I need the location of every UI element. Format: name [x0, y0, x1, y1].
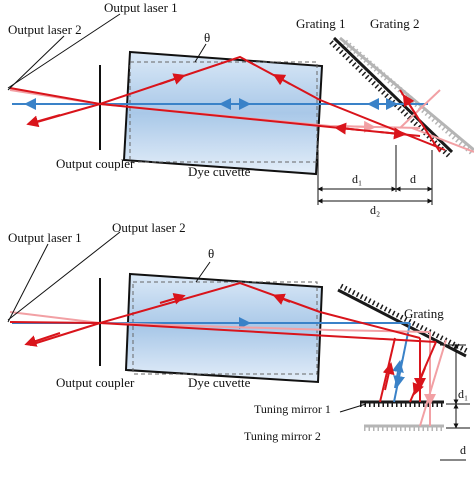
- top-dimension-lines: [317, 145, 433, 205]
- top-output-laser-2-leader: [7, 35, 65, 91]
- top-d1-label: d₁: [352, 172, 362, 186]
- top-grating-2: [339, 36, 474, 157]
- bottom-panel: Output laser 1 Output laser 2 θ Grating …: [7, 220, 471, 461]
- bottom-dimension-lines: [440, 343, 470, 461]
- bottom-output-coupler-label: Output coupler: [56, 375, 135, 390]
- top-output-laser-1-leader: [7, 13, 121, 89]
- bottom-tuning-mirror-2: [364, 424, 444, 431]
- bottom-tuning-mirror-1-label: Tuning mirror 1: [254, 402, 331, 416]
- top-panel: Output laser 1 Output laser 2 θ Grating …: [7, 0, 474, 217]
- bottom-d1-label: d₁: [458, 387, 468, 401]
- top-beams: [9, 55, 474, 153]
- top-output-laser-1-label: Output laser 1: [104, 0, 178, 15]
- bottom-beams: [9, 281, 447, 427]
- bottom-output-laser-2-label: Output laser 2: [112, 220, 186, 235]
- bottom-output-laser-1-leader: [7, 243, 49, 323]
- bottom-tuning-mirror-1: [360, 400, 444, 407]
- top-d2-label: d₂: [370, 203, 380, 217]
- bottom-tuning-mirror-1-leader: [339, 403, 367, 413]
- top-theta-leader: [194, 43, 207, 63]
- bottom-tuning-mirror-2-label: Tuning mirror 2: [244, 429, 321, 443]
- top-d-label: d: [410, 172, 416, 186]
- top-grating-2-label: Grating 2: [370, 16, 419, 31]
- top-dye-cuvette: [122, 50, 324, 176]
- bottom-output-laser-2-leader: [7, 231, 121, 321]
- bottom-output-laser-1-label: Output laser 1: [8, 230, 82, 245]
- bottom-theta-label: θ: [208, 246, 214, 261]
- bottom-d-label: d: [460, 443, 466, 457]
- top-output-laser-2-label: Output laser 2: [8, 22, 82, 37]
- bottom-theta-leader: [195, 261, 211, 283]
- bottom-grating-label: Grating: [404, 306, 444, 321]
- top-dye-cuvette-label: Dye cuvette: [188, 164, 251, 179]
- top-output-coupler-label: Output coupler: [56, 156, 135, 171]
- bottom-dye-cuvette-label: Dye cuvette: [188, 375, 251, 390]
- top-theta-label: θ: [204, 30, 210, 45]
- top-grating-1-label: Grating 1: [296, 16, 345, 31]
